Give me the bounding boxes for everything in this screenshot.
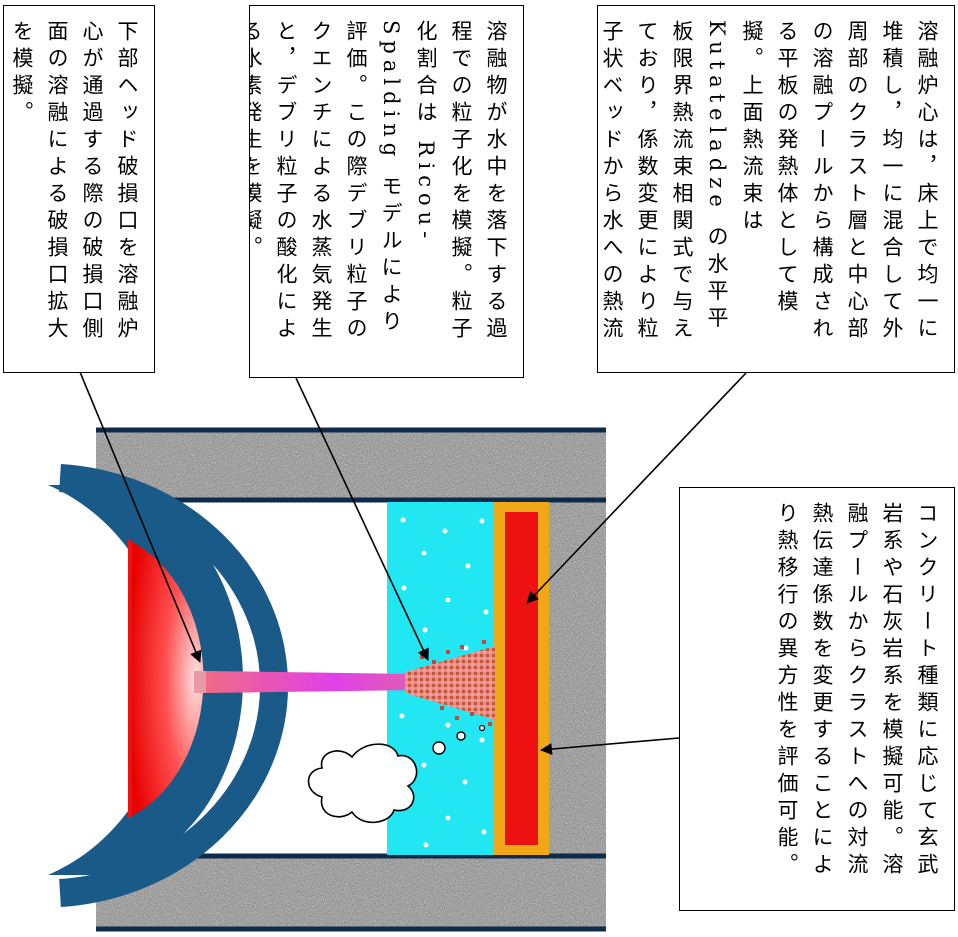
molten-core [128,540,204,818]
concrete-floor [549,500,606,855]
molten-core [128,540,132,818]
gas-cloud [307,743,418,824]
steam-bubble [432,741,446,755]
note-debris-bed: 溶融炉心は，床上で均一に堆積し，均一に混合して外周部のクラスト層と中心部の溶融プ… [597,5,955,373]
note-breach-enlargement: 下部ヘッド破損口を溶融炉心が通過する際の破損口側面の溶融による破損口拡大を模擬。 [3,5,155,373]
lower-head-shell [48,485,243,875]
note-concrete-type: コンクリート種類に応じて玄武岩系や石灰岩系を模擬可能。溶融プールからクラストへの… [679,487,955,911]
steam-bubble [478,724,486,732]
concrete-wall-bottom [96,855,606,930]
fragmented-debris [405,646,495,720]
leader-arrows [79,371,747,756]
melt-pool [505,512,538,845]
concrete-wall-top [96,428,606,500]
molten-jet [206,671,420,693]
steam-bubble [456,731,466,741]
note-jet-fragmentation: 溶融物が水中を落下する過程での粒子化を模擬。粒子化割合は Ricou-Spald… [249,5,524,378]
